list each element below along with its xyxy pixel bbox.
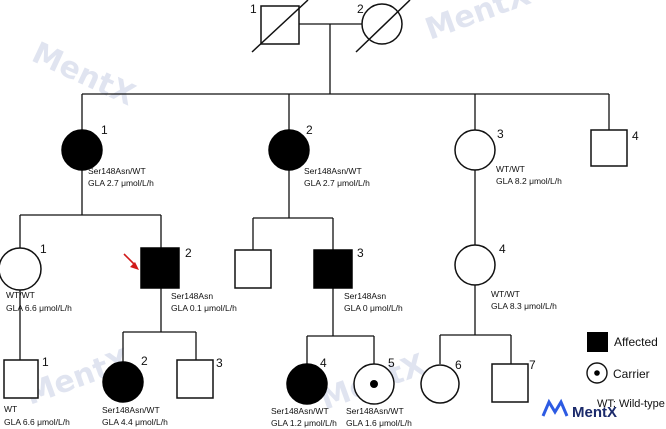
individual-number: 2 <box>185 246 192 260</box>
individual-number: 2 <box>141 354 148 368</box>
affected-female-symbol <box>61 129 103 171</box>
individual-number: 3 <box>497 127 504 141</box>
female-symbol <box>420 364 460 404</box>
individual-number: 6 <box>455 358 462 372</box>
watermark-text: MentX <box>421 0 535 48</box>
individual-number: 4 <box>320 356 327 370</box>
generation-III: 1 WT/WT GLA 6.6 μmol/L/h 2 Ser148Asn GLA… <box>0 242 557 313</box>
genotype-label: Ser148Asn/WT <box>102 405 160 415</box>
individual-number: 1 <box>250 2 257 16</box>
male-symbol <box>3 359 39 399</box>
watermark-layer: MentX MentX MentX MentX <box>21 0 535 418</box>
individual-number: 1 <box>40 242 47 256</box>
affected-female-symbol <box>102 361 144 403</box>
genotype-label: Ser148Asn <box>171 291 213 301</box>
male-symbol <box>590 129 628 167</box>
gla-label: GLA 6.6 μmol/L/h <box>4 417 70 427</box>
gla-label: GLA 1.2 μmol/L/h <box>271 418 337 428</box>
genotype-label: Ser148Asn <box>344 291 386 301</box>
affected-female-symbol <box>286 363 328 405</box>
deceased-slash <box>355 0 411 53</box>
legend-wildtype-label: WT: Wild-type <box>597 398 665 410</box>
genotype-label: WT <box>4 404 17 414</box>
male-symbol <box>176 359 214 399</box>
individual-number: 3 <box>357 246 364 260</box>
genotype-label: Ser148Asn/WT <box>271 406 329 416</box>
individual-number: 4 <box>632 129 639 143</box>
genotype-label: WT/WT <box>6 290 35 300</box>
legend-affected-label: Affected <box>614 335 658 349</box>
genotype-label: Ser148Asn/WT <box>346 406 404 416</box>
legend: Affected Carrier WT: Wild-type <box>586 332 665 410</box>
genotype-label: Ser148Asn/WT <box>304 166 362 176</box>
legend-carrier-dot-icon <box>594 370 600 376</box>
affected-female-symbol <box>268 129 310 171</box>
individual-number: 2 <box>306 123 313 137</box>
generation-IV: 1 WT GLA 6.6 μmol/L/h 2 Ser148Asn/WT GLA… <box>3 354 536 428</box>
individual-number: 5 <box>388 356 395 370</box>
gla-label: GLA 1.6 μmol/L/h <box>346 418 412 428</box>
gla-label: GLA 6.6 μmol/L/h <box>6 303 72 313</box>
legend-affected-swatch <box>587 332 608 352</box>
individual-number: 1 <box>42 355 49 369</box>
genotype-label: WT/WT <box>491 289 520 299</box>
gla-label: GLA 4.4 μmol/L/h <box>102 417 168 427</box>
carrier-dot-icon <box>370 380 378 388</box>
male-symbol <box>491 363 529 403</box>
gla-label: GLA 8.2 μmol/L/h <box>496 176 562 186</box>
watermark-text: MentX <box>27 36 141 114</box>
pedigree-lines <box>19 23 610 364</box>
genotype-label: Ser148Asn/WT <box>88 166 146 176</box>
affected-male-symbol <box>313 249 353 289</box>
gla-label: GLA 0.1 μmol/L/h <box>171 303 237 313</box>
individual-number: 3 <box>216 356 223 370</box>
logo-text: MentX <box>572 404 617 421</box>
brand-logo: MentX <box>541 398 617 421</box>
female-symbol <box>361 3 403 45</box>
generation-I: 1 2 <box>250 0 411 53</box>
generation-II: 1 Ser148Asn/WT GLA 2.7 μmol/L/h 2 Ser148… <box>61 123 639 188</box>
gla-label: GLA 2.7 μmol/L/h <box>88 178 154 188</box>
individual-number: 4 <box>499 242 506 256</box>
female-symbol <box>454 244 496 286</box>
deceased-slash <box>251 0 309 53</box>
individual-number: 1 <box>101 123 108 137</box>
legend-carrier-label: Carrier <box>613 367 650 381</box>
female-symbol <box>0 247 42 291</box>
gla-label: GLA 2.7 μmol/L/h <box>304 178 370 188</box>
proband-arrow-icon <box>123 253 139 270</box>
male-symbol <box>234 249 272 289</box>
individual-number: 2 <box>357 2 364 16</box>
female-symbol <box>454 129 496 171</box>
individual-number: 7 <box>529 358 536 372</box>
affected-male-symbol <box>140 247 180 289</box>
genotype-label: WT/WT <box>496 164 525 174</box>
logo-mark-icon <box>541 398 569 417</box>
gla-label: GLA 8.3 μmol/L/h <box>491 301 557 311</box>
gla-label: GLA 0 μmol/L/h <box>344 303 403 313</box>
